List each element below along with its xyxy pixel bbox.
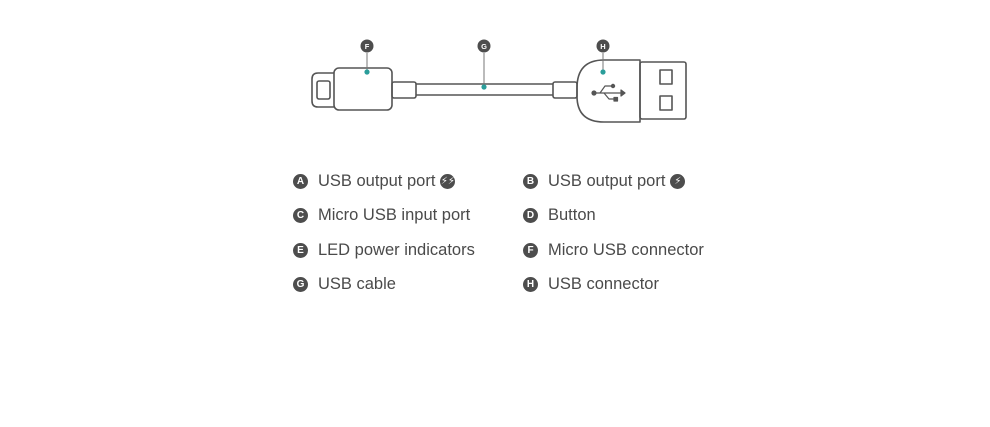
strain-relief-left — [391, 81, 417, 99]
letter-badge-g: G — [293, 277, 308, 292]
usb-a-slot-top — [659, 69, 673, 85]
micro-usb-tip-slot — [316, 80, 331, 100]
legend-item-e: E LED power indicators — [293, 241, 475, 260]
anchor-dot-h — [600, 69, 606, 75]
micro-usb-tip — [311, 72, 334, 108]
legend-item-b: B USB output port ⚡ — [523, 172, 686, 191]
callout-badge-g — [477, 39, 491, 53]
letter-badge-d: D — [523, 208, 538, 223]
letter-badge-c: C — [293, 208, 308, 223]
usb-a-slot-bottom — [659, 95, 673, 111]
legend-item-g: G USB cable — [293, 275, 396, 294]
legend-label-g: USB cable — [318, 275, 396, 293]
strain-relief-right — [552, 81, 578, 99]
legend-item-c: C Micro USB input port — [293, 206, 470, 225]
parts-legend: A USB output port ⚡⚡ B USB output port ⚡… — [291, 170, 771, 300]
callout-letter-h: H — [600, 42, 605, 51]
usb-logo-icon — [591, 83, 626, 102]
legend-item-a: A USB output port ⚡⚡ — [293, 172, 456, 191]
micro-usb-body — [333, 67, 393, 111]
legend-label-a: USB output port — [318, 172, 436, 190]
letter-badge-e: E — [293, 243, 308, 258]
legend-label-b: USB output port — [548, 172, 666, 190]
letter-badge-h: H — [523, 277, 538, 292]
letter-badge-f: F — [523, 243, 538, 258]
callout-letter-g: G — [481, 42, 487, 51]
callout-badge-h — [596, 39, 610, 53]
bolt-icon: ⚡ — [670, 174, 686, 189]
anchor-dot-f — [364, 69, 370, 75]
usb-a-housing — [576, 59, 641, 123]
cable-diagram: F G H — [311, 39, 687, 123]
letter-badge-b: B — [523, 174, 538, 189]
legend-item-d: D Button — [523, 206, 596, 225]
legend-label-c: Micro USB input port — [318, 206, 471, 224]
legend-item-h: H USB connector — [523, 275, 659, 294]
double-bolt-icon: ⚡⚡ — [440, 174, 456, 189]
legend-item-f: F Micro USB connector — [523, 241, 704, 260]
legend-label-h: USB connector — [548, 275, 659, 293]
callout-letter-f: F — [365, 42, 370, 51]
usb-a-shell — [639, 61, 687, 120]
legend-label-d: Button — [548, 206, 596, 224]
legend-label-f: Micro USB connector — [548, 241, 704, 259]
callout-badge-f — [360, 39, 374, 53]
legend-label-e: LED power indicators — [318, 241, 475, 259]
letter-badge-a: A — [293, 174, 308, 189]
anchor-dot-g — [481, 84, 487, 90]
